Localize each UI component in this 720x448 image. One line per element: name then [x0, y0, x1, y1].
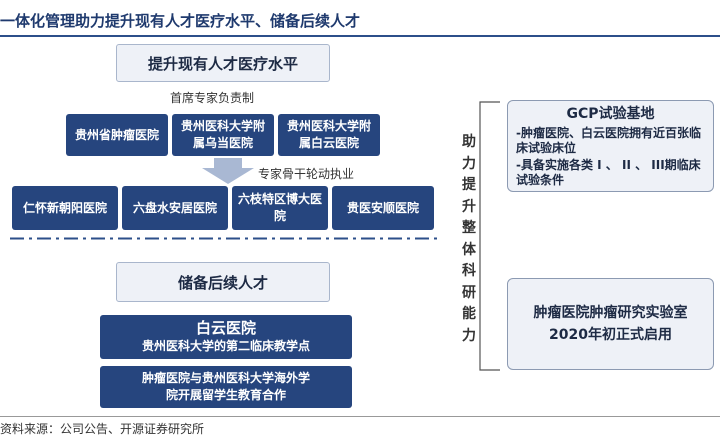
hospital-liuzhi: 六枝特区博大医院 [232, 186, 328, 230]
rotation-arrow-icon [202, 158, 254, 184]
gcp-item-1: -肿瘤医院、白云医院拥有近百张临床试验床位 [516, 126, 701, 155]
reserve-header-box: 储备后续人才 [116, 262, 330, 302]
section-divider [10, 237, 440, 240]
overseas-cooperation-box: 肿瘤医院与贵州医科大学海外学院开展留学生教育合作 [100, 366, 352, 408]
baiyun-teaching-box: 白云医院 贵州医科大学的第二临床教学点 [100, 315, 352, 359]
hospital-renhuai: 仁怀新朝阳医院 [12, 186, 118, 230]
hospital-baiyun-affiliated: 贵州医科大学附属白云医院 [278, 114, 380, 156]
source-note: 资料来源：公司公告、开源证券研究所 [0, 422, 205, 436]
gcp-item-2: -具备实施各类 I 、 II 、 III期临床试验条件 [516, 158, 701, 187]
hospital-anshun: 贵医安顺医院 [332, 186, 434, 230]
lab-line2: 2020年初正式启用 [549, 327, 672, 343]
baiyun-title: 白云医院 [195, 319, 256, 337]
rotation-label: 专家骨干轮动执业 [258, 167, 355, 181]
hospital-liupanshui: 六盘水安居医院 [122, 186, 228, 230]
page-title: 一体化管理助力提升现有人才医疗水平、储备后续人才 [0, 12, 361, 30]
hospital-guizhou-tumor: 贵州省肿瘤医院 [66, 114, 168, 156]
improve-header-box: 提升现有人才医疗水平 [116, 44, 330, 82]
lab-line1: 肿瘤医院肿瘤研究实验室 [533, 305, 688, 321]
gcp-title: GCP试验基地 [566, 106, 655, 122]
chief-expert-label: 首席专家负责制 [170, 91, 255, 105]
side-label: 助力提升整体科研能力 [462, 134, 476, 344]
title-divider [0, 35, 720, 37]
gcp-box: GCP试验基地 -肿瘤医院、白云医院拥有近百张临床试验床位 -具备实施各类 I … [507, 100, 714, 192]
lab-box: 肿瘤医院肿瘤研究实验室 2020年初正式启用 [507, 278, 714, 370]
hospital-wudang: 贵州医科大学附属乌当医院 [172, 114, 274, 156]
footer-divider [0, 416, 720, 417]
bracket-icon [479, 101, 500, 371]
baiyun-subtitle: 贵州医科大学的第二临床教学点 [141, 339, 310, 353]
